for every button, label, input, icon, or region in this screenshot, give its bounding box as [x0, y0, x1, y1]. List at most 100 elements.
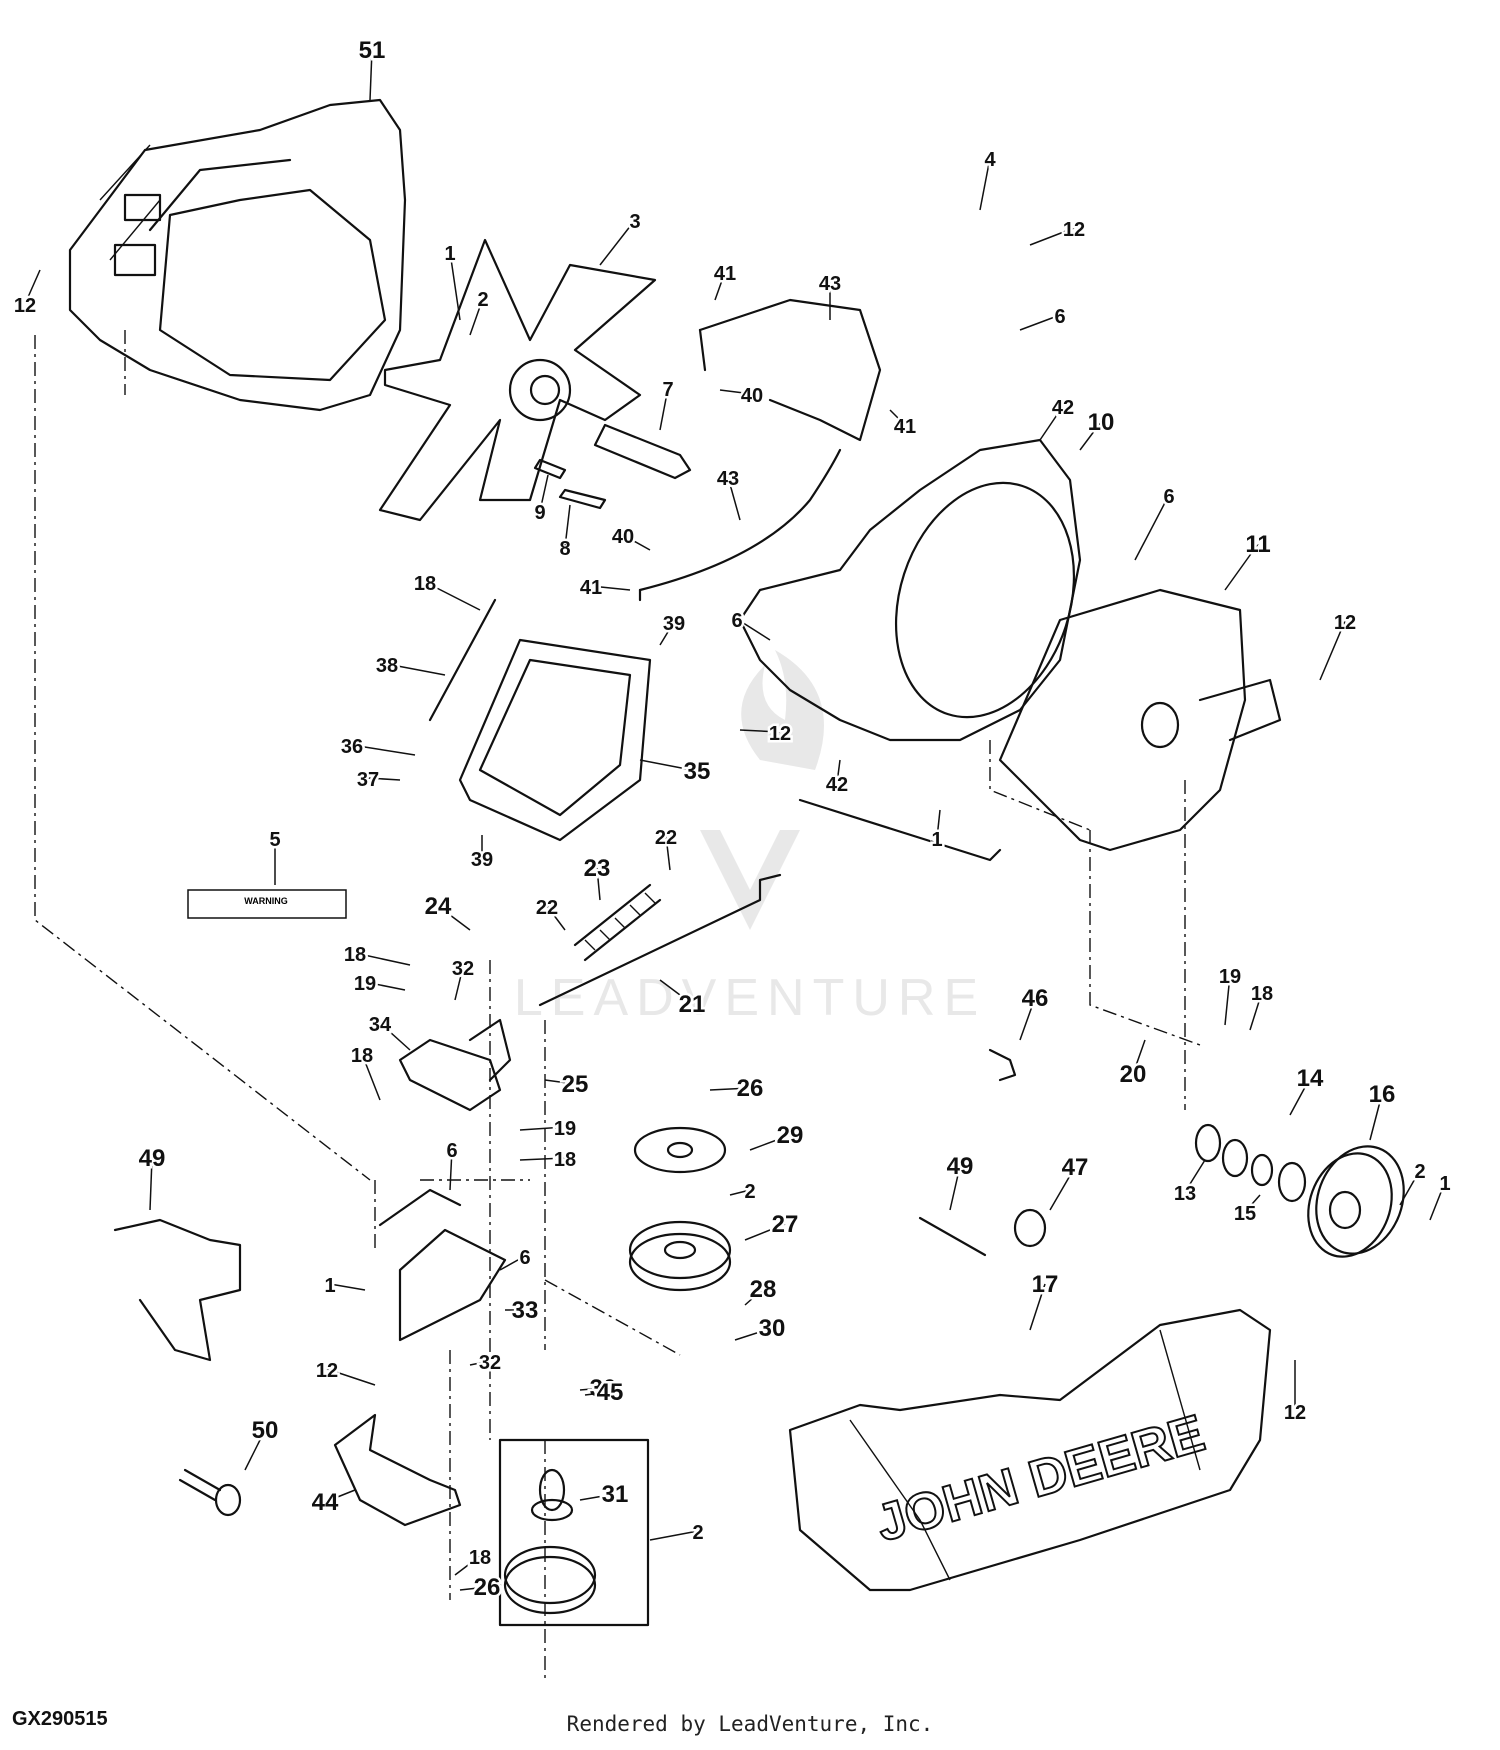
side-plate-11: [998, 588, 1282, 852]
callout-3: 3: [629, 211, 640, 233]
callout-8: 8: [559, 538, 570, 560]
callout-leader-1: [936, 809, 941, 839]
bracket-34: [398, 1038, 502, 1112]
callout-leader-6: [449, 1148, 453, 1191]
callout-leader-18: [354, 952, 411, 966]
callout-leader-43: [727, 476, 741, 521]
callout-5: 5: [269, 829, 280, 851]
callout-leader-12: [1029, 227, 1075, 246]
spring-23: [573, 883, 662, 962]
callout-6: 6: [446, 1140, 457, 1162]
callout-1: 1: [931, 829, 942, 851]
callout-2: 2: [1414, 1161, 1425, 1183]
callout-20: 20: [1120, 1061, 1147, 1088]
callout-41: 41: [714, 263, 736, 285]
callout-leader-45: [584, 1391, 611, 1396]
callout-leader-32: [469, 1360, 491, 1366]
callout-18: 18: [414, 573, 436, 595]
bracket-25: [468, 1018, 512, 1082]
callout-16: 16: [1369, 1081, 1396, 1108]
callout-leader-20: [1132, 1039, 1146, 1075]
callout-leader-12: [24, 269, 41, 305]
callout-leader-6: [1019, 314, 1061, 331]
callout-19: 19: [1219, 966, 1241, 988]
pulley-27: [628, 1220, 732, 1292]
callout-leader-49: [949, 1165, 961, 1211]
callout-12: 12: [316, 1360, 338, 1382]
callout-leader-44: [324, 1489, 356, 1503]
callout-leader-31: [579, 1493, 616, 1501]
callout-leader-23: [596, 867, 601, 901]
callout-leader-6: [1134, 494, 1170, 561]
callout-12: 12: [1063, 219, 1085, 241]
callout-leader-41: [714, 271, 726, 301]
callout-leader-18: [1249, 991, 1263, 1031]
callout-leader-50: [244, 1429, 266, 1471]
callout-leader-1: [329, 1283, 366, 1291]
callout-leader-21: [659, 979, 693, 1005]
callout-24: 24: [425, 893, 452, 920]
callout-6: 6: [1054, 306, 1065, 328]
callout-leader-32: [454, 966, 464, 1001]
watermark-logo: [700, 650, 824, 930]
callout-19: 19: [354, 973, 376, 995]
callout-7: 7: [662, 379, 673, 401]
callout-33: 33: [512, 1297, 539, 1324]
key-8: [558, 488, 607, 510]
callout-leader-42: [836, 759, 841, 784]
callout-37: 37: [357, 769, 379, 791]
washers-13-14-15: [1194, 1123, 1307, 1203]
callout-11: 11: [1245, 531, 1270, 558]
callout-45: 45: [597, 1379, 624, 1406]
callout-leader-12: [326, 1368, 376, 1386]
callout-leader-46: [1019, 997, 1036, 1041]
callout-leader-11: [1224, 543, 1259, 591]
callout-18: 18: [344, 944, 366, 966]
callout-leader-19: [519, 1126, 566, 1131]
bolt-46: [988, 1048, 1017, 1082]
belt-cover-17: [788, 1308, 1272, 1592]
callout-leader-24: [437, 905, 471, 931]
callout-leader-10: [1079, 421, 1102, 451]
callout-43: 43: [717, 468, 739, 490]
callout-leader-4: [979, 157, 991, 211]
callout-30: 30: [759, 1315, 786, 1342]
scroll-liner-43: [638, 298, 882, 602]
callout-leader-49: [149, 1157, 153, 1211]
callout-leader-35: [639, 759, 698, 772]
callout-leader-51: [369, 49, 373, 101]
callout-12: 12: [1284, 1402, 1306, 1424]
callout-leader-6: [736, 618, 771, 641]
callout-13: 13: [1174, 1183, 1196, 1205]
callout-leader-38: [386, 663, 446, 676]
callout-2: 2: [744, 1181, 755, 1203]
callout-27: 27: [772, 1211, 799, 1238]
callout-leader-18: [454, 1555, 481, 1576]
callout-leader-41: [889, 409, 906, 426]
callout-leader-19: [1224, 974, 1231, 1026]
callout-leader-9: [539, 474, 549, 512]
callout-leader-26: [459, 1586, 488, 1591]
pulley-29: [633, 1126, 727, 1174]
callout-32: 32: [479, 1352, 501, 1374]
callout-28: 28: [750, 1276, 777, 1303]
callout-2: 2: [692, 1522, 703, 1544]
callout-leader-41: [590, 585, 631, 591]
callout-26: 26: [474, 1574, 501, 1601]
shaft-7: [593, 423, 692, 480]
chute-35: [458, 638, 652, 842]
callout-leader-27: [744, 1223, 786, 1241]
callout-leader-40: [719, 389, 753, 395]
callout-leader-8: [564, 504, 571, 548]
callout-29: 29: [777, 1122, 804, 1149]
callout-leader-42: [1039, 405, 1064, 441]
callout-41: 41: [580, 577, 602, 599]
callout-leader-1: [1429, 1181, 1446, 1221]
callout-4: 4: [984, 149, 996, 171]
callout-39: 39: [663, 613, 685, 635]
brand-text: JOHN DEERE: [870, 1404, 1211, 1553]
callout-leader-12: [739, 729, 781, 733]
callout-6: 6: [1163, 486, 1174, 508]
key-9: [533, 458, 567, 480]
